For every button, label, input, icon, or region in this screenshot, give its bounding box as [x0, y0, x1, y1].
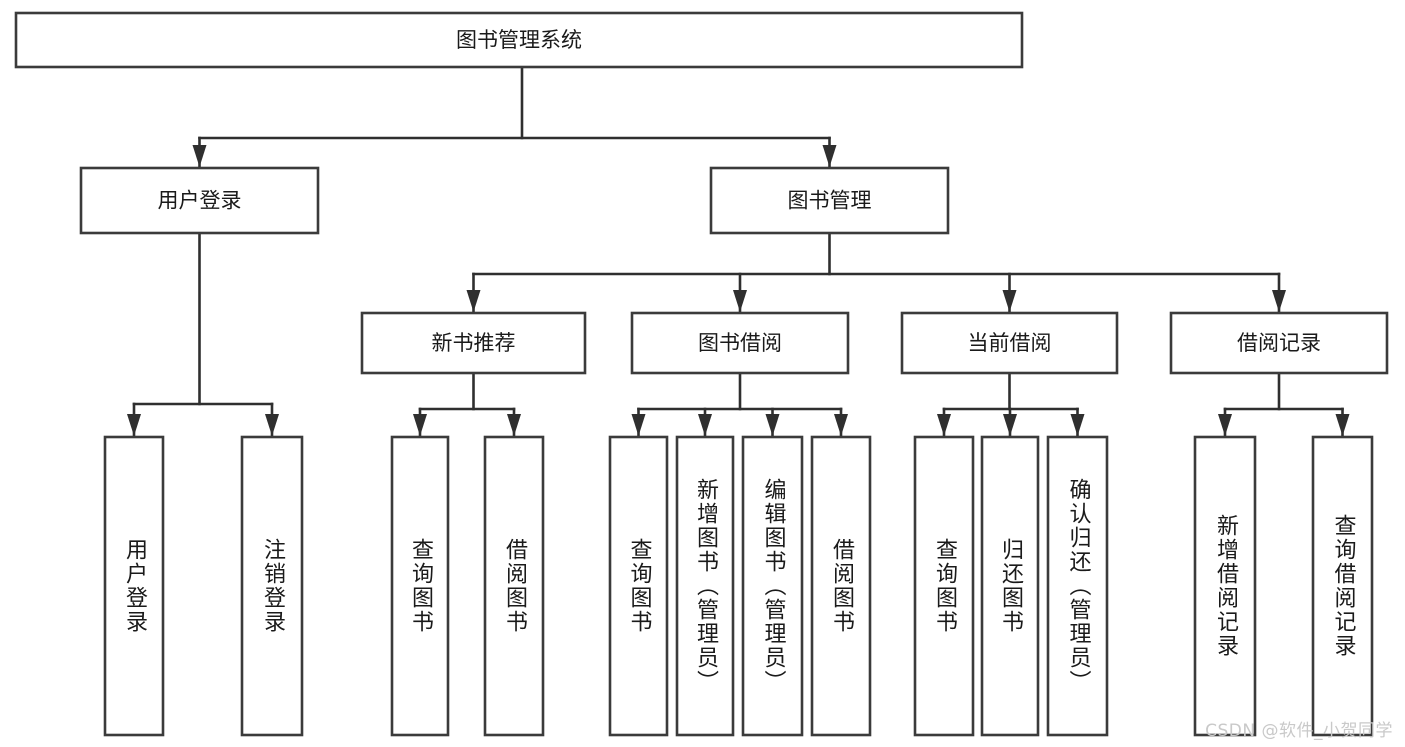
arrow-head-icon-leaf-logout [265, 414, 279, 436]
leaf-leaf-query-borrow-record-box[interactable] [1311, 435, 1374, 737]
boxes-layer [14, 11, 1389, 737]
arrow-head-icon-leaf-borrow-book-recommend [507, 414, 521, 436]
connectors-layer [127, 65, 1350, 437]
node-current-borrow-box[interactable] [900, 311, 1119, 375]
node-root-box[interactable] [14, 11, 1024, 69]
arrow-head-icon-level3-2 [1002, 290, 1017, 312]
arrow-head-icon-leaf-query-book-recommend [413, 414, 427, 436]
node-user-login-box[interactable] [79, 166, 320, 235]
leaf-leaf-confirm-return-box[interactable] [1046, 435, 1109, 737]
leaf-leaf-user-login-box[interactable] [103, 435, 165, 737]
leaf-leaf-add-borrow-record-box[interactable] [1193, 435, 1257, 737]
watermark: CSDN @软件_小贺同学 [1205, 721, 1393, 741]
arrow-head-icon-leaf-query-borrow-record [1335, 414, 1350, 436]
arrow-head-icon-leaf-confirm-return [1070, 414, 1085, 436]
arrow-head-icon-level3-3 [1272, 290, 1286, 312]
node-book-borrow-box[interactable] [630, 311, 850, 375]
arrow-head-icon-leaf-query-book-current [937, 414, 951, 436]
leaf-leaf-borrow-book-box[interactable] [810, 435, 872, 737]
arrow-head-icon-level3-1 [733, 290, 747, 312]
node-borrow-record-label: 借阅记录 [1237, 331, 1321, 355]
node-book-manage-box[interactable] [709, 166, 950, 235]
arrow-head-icon-level3-0 [466, 290, 481, 312]
arrow-head-icon-leaf-borrow-book [834, 414, 848, 436]
node-root-label: 图书管理系统 [456, 28, 582, 52]
node-new-book-recommend-label: 新书推荐 [432, 331, 516, 355]
arrow-head-icon-leaf-query-book-borrow [631, 414, 646, 436]
leaf-leaf-logout-box[interactable] [240, 435, 304, 737]
leaf-leaf-query-book-recommend-box[interactable] [390, 435, 450, 737]
leaf-leaf-query-book-current-box[interactable] [913, 435, 975, 737]
leaf-leaf-query-book-borrow-box[interactable] [608, 435, 669, 737]
node-user-login-label: 用户登录 [158, 189, 242, 213]
leaf-leaf-edit-book-box[interactable] [741, 435, 804, 737]
arrow-head-icon-leaf-return-book [1003, 414, 1017, 436]
arrow-head-icon-leaf-add-book [698, 414, 712, 436]
node-book-manage-label: 图书管理 [788, 189, 872, 213]
node-current-borrow-label: 当前借阅 [968, 331, 1052, 355]
arrow-head-icon-leaf-add-borrow-record [1218, 414, 1232, 436]
arrow-head-icon-level2-0 [192, 145, 207, 167]
leaf-leaf-borrow-book-recommend-box[interactable] [483, 435, 545, 737]
node-borrow-record-box[interactable] [1169, 311, 1389, 375]
node-new-book-recommend-box[interactable] [360, 311, 587, 375]
leaf-leaf-return-book-box[interactable] [980, 435, 1040, 737]
leaf-leaf-add-book-box[interactable] [675, 435, 735, 737]
arrow-head-icon-level2-1 [822, 145, 837, 167]
arrow-head-icon-leaf-edit-book [765, 414, 780, 436]
arrow-head-icon-leaf-user-login [127, 414, 141, 436]
node-book-borrow-label: 图书借阅 [698, 331, 782, 355]
